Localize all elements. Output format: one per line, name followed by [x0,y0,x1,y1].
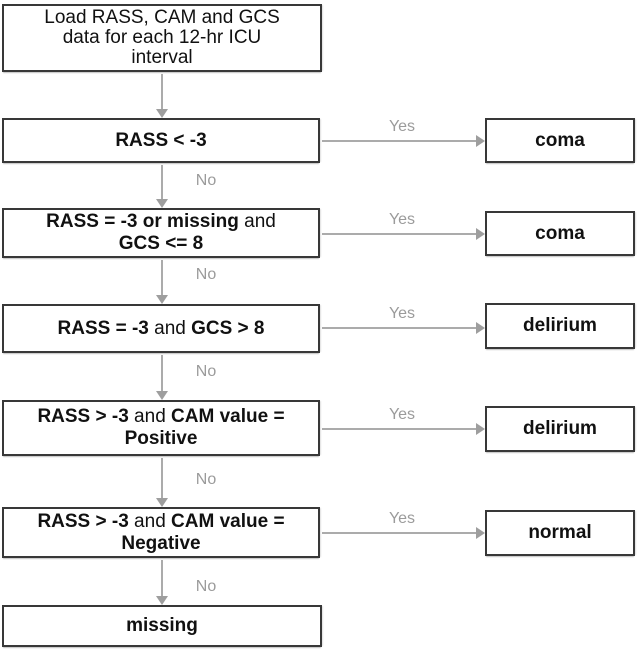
outcome-label: coma [535,222,585,244]
decision-label: RASS = -3 and GCS > 8 [58,318,265,340]
yes-label-1: Yes [388,118,416,135]
decision-text-bold: RASS < -3 [115,129,207,151]
decision-text-regular: and [128,406,166,427]
arrow-down-start [156,74,168,118]
arrow-right-yes-4 [322,423,485,435]
outcome-node-delirium-1: delirium [485,303,635,349]
arrow-right-yes-5 [322,527,485,539]
yes-label-2: Yes [388,211,416,228]
yes-label-3: Yes [388,305,416,322]
arrow-right-yes-1 [322,135,485,147]
outcome-label: normal [528,522,592,543]
decision-text-regular: and [128,510,166,532]
no-label-2: No [195,266,217,283]
outcome-label: delirium [523,315,597,336]
outcome-node-coma-2: coma [485,211,635,256]
decision-text-bold: RASS = -3 or missing [46,211,239,232]
outcome-label: coma [535,129,585,151]
decision-label: RASS > -3 and CAM value = Positive [37,406,284,450]
decision-text-bold: RASS > -3 [37,406,129,427]
outcome-node-delirium-2: delirium [485,406,635,452]
decision-text-bold: CAM value = Positive [124,406,285,449]
arrow-right-yes-3 [322,322,485,334]
decision-text-bold: RASS > -3 [37,510,129,532]
decision-text-bold: CAM value = Negative [121,510,285,554]
outcome-label: missing [126,615,198,636]
arrow-down-no-5 [156,560,168,605]
arrow-down-no-3 [156,355,168,400]
no-label-4: No [195,471,217,488]
arrow-down-no-2 [156,260,168,304]
decision-label: RASS > -3 and CAM value = Negative [37,511,284,555]
decision-text-regular: and [238,211,276,232]
no-label-1: No [195,172,217,189]
outcome-node-missing: missing [2,605,322,647]
yes-label-4: Yes [388,406,416,423]
decision-node-rass-eq-neg3-gcs-gt8: RASS = -3 and GCS > 8 [2,304,320,353]
decision-label: RASS < -3 [115,130,206,152]
arrow-down-no-1 [156,165,168,208]
arrow-right-yes-2 [322,228,485,240]
decision-node-cam-negative: RASS > -3 and CAM value = Negative [2,507,320,558]
yes-label-5: Yes [388,510,416,527]
decision-node-rass-lt-neg3: RASS < -3 [2,118,320,163]
decision-node-rass-missing-gcs-le8: RASS = -3 or missing and GCS <= 8 [2,208,320,258]
decision-node-cam-positive: RASS > -3 and CAM value = Positive [2,400,320,456]
decision-label: RASS = -3 or missing and GCS <= 8 [46,211,276,255]
decision-text-bold: GCS > 8 [185,317,265,339]
outcome-node-coma-1: coma [485,118,635,163]
no-label-3: No [195,363,217,380]
start-node: Load RASS, CAM and GCS data for each 12-… [2,4,322,72]
no-label-5: No [195,578,217,595]
outcome-node-normal: normal [485,510,635,556]
decision-text-bold: GCS <= 8 [118,233,204,254]
decision-text-regular: and [148,317,186,339]
start-node-label: Load RASS, CAM and GCS data for each 12-… [44,7,280,68]
outcome-label: delirium [523,418,597,439]
arrow-down-no-4 [156,458,168,507]
decision-text-bold: RASS = -3 [57,317,149,339]
